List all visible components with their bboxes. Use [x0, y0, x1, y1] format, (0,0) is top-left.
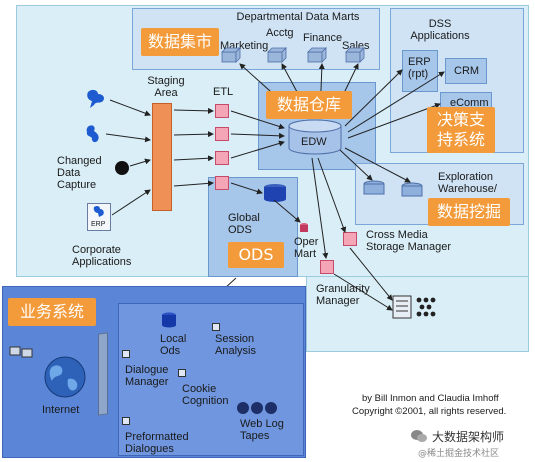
business-systems-inner-box: [118, 303, 304, 456]
global-ods-label: Global ODS: [228, 212, 260, 236]
dss-tag: 决策支 持系统: [427, 107, 495, 153]
corporate-applications-label: Corporate Applications: [72, 244, 132, 268]
watermark-site: @稀土掘金技术社区: [418, 449, 500, 459]
oper-mart-icon: [300, 223, 308, 232]
data-capture-node-icon: [115, 161, 129, 175]
dialogue-manager-label: Dialogue Manager: [125, 364, 169, 388]
etl-step-4: [215, 176, 229, 190]
granularity-label: Granularity Manager: [316, 283, 370, 307]
etl-step-2: [215, 127, 229, 141]
data-marts-title: Departmental Data Marts: [236, 11, 360, 23]
exploration-db-icon: [363, 180, 423, 197]
computer-icon: [9, 346, 33, 358]
dialogue-manager-box: [122, 350, 130, 358]
firewall-bar: [98, 332, 108, 416]
cookie-cognition-box: [178, 369, 186, 377]
dss-crm-label: CRM: [454, 65, 480, 77]
exploration-label: Exploration Warehouse/: [438, 171, 497, 195]
data-mining-tag: 数据挖掘: [428, 198, 510, 226]
wechat-icon: [411, 430, 427, 442]
erp-doc-label: ERP: [91, 221, 106, 228]
edw-database-icon: [288, 119, 342, 155]
etl-label: ETL: [213, 86, 234, 98]
global-ods-db-icon: [264, 184, 286, 202]
local-ods-label: Local Ods: [160, 333, 187, 357]
preformatted-box: [122, 417, 130, 425]
staging-area-label: Staging Area: [147, 75, 185, 99]
changed-data-capture-label: Changed Data Capture: [57, 155, 102, 191]
edw-label: EDW: [301, 136, 327, 148]
business-systems-tag: 业务系统: [8, 298, 96, 326]
mart-acctg-label: Acctg: [266, 27, 294, 39]
preformatted-label: Preformatted Dialogues: [125, 431, 189, 455]
staging-area-block: [152, 103, 172, 211]
etl-step-1: [215, 104, 229, 118]
cross-media-step: [343, 232, 357, 246]
watermark-name: 大数据架构师: [432, 430, 505, 444]
web-log-tapes-label: Web Log Tapes: [240, 418, 284, 442]
granularity-step: [320, 260, 334, 274]
credit-line-2: Copyright ©2001, all rights reserved.: [352, 406, 507, 417]
session-analysis-label: Session Analysis: [215, 333, 256, 357]
globe-icon: [44, 356, 86, 398]
etl-step-3: [215, 151, 229, 165]
local-ods-db-icon: [162, 312, 176, 328]
session-analysis-box: [212, 323, 220, 331]
erp-figure-icon: [93, 205, 104, 217]
internet-label: Internet: [42, 404, 80, 416]
dss-erp-label: ERP (rpt): [408, 56, 431, 80]
storage-tape-icon: [392, 295, 436, 319]
cross-media-label: Cross Media Storage Manager: [366, 229, 451, 253]
dss-tag-text: 决策支 持系统: [436, 110, 485, 149]
dss-ecomm-label: eComm: [450, 97, 489, 109]
phone-icon: [86, 125, 99, 143]
person-icon: [87, 89, 105, 108]
cookie-cognition-label: Cookie Cognition: [182, 383, 229, 407]
data-mart-tag: 数据集市: [141, 28, 219, 56]
dss-applications-title: DSS Applications: [410, 18, 470, 42]
mart-cubes-icon: [221, 47, 365, 63]
credit-line-1: by Bill Inmon and Claudia Imhoff: [362, 393, 499, 404]
ods-tag: ODS: [228, 242, 284, 268]
oper-mart-label: Oper Mart: [294, 236, 319, 260]
web-log-tapes-icon: [237, 402, 277, 414]
data-warehouse-tag: 数据仓库: [266, 91, 352, 119]
mart-finance-label: Finance: [303, 32, 343, 44]
dss-crm-box: [445, 58, 487, 84]
